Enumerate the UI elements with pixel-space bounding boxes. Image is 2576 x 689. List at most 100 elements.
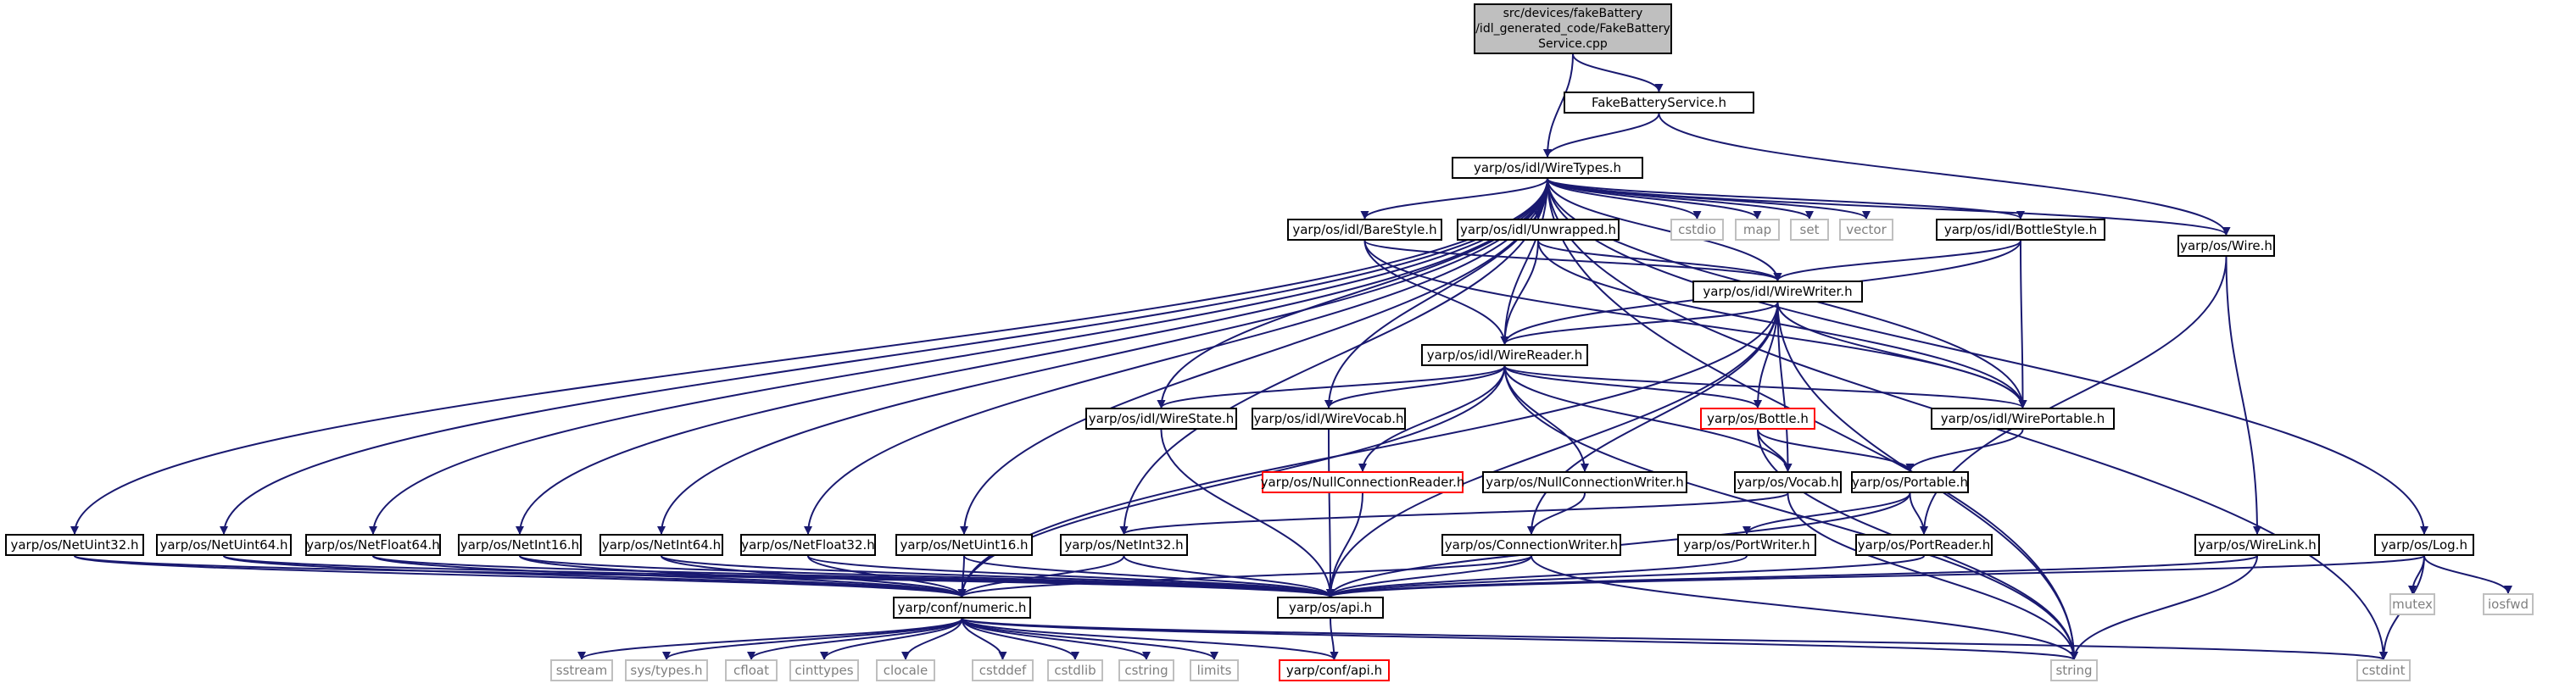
node-portreader[interactable]: yarp/os/PortReader.h bbox=[1855, 534, 1993, 556]
edge-wirereader-to-wireportable bbox=[1503, 365, 2027, 408]
edge-wirewriter-to-api bbox=[1326, 302, 1779, 597]
node-netint32[interactable]: yarp/os/NetInt32.h bbox=[1060, 534, 1188, 556]
node-bottle[interactable]: yarp/os/Bottle.h bbox=[1700, 408, 1815, 430]
edge-netuint64-to-numeric bbox=[223, 555, 967, 597]
node-log[interactable]: yarp/os/Log.h bbox=[2374, 534, 2474, 556]
node-bottlestyle[interactable]: yarp/os/idl/BottleStyle.h bbox=[1936, 219, 2105, 241]
edge-wiretypes-to-netuint32 bbox=[70, 178, 1548, 535]
node-wirereader[interactable]: yarp/os/idl/WireReader.h bbox=[1421, 344, 1588, 366]
edge-numeric-to-cstdlib bbox=[961, 618, 1079, 660]
edge-portreader-to-api bbox=[1326, 555, 1925, 597]
node-wireportable[interactable]: yarp/os/idl/WirePortable.h bbox=[1931, 408, 2115, 430]
edge-wirevocab-to-api bbox=[1325, 429, 1335, 597]
node-netuint32[interactable]: yarp/os/NetUint32.h bbox=[5, 534, 144, 556]
edge-log-to-iosfwd bbox=[2423, 555, 2512, 594]
edge-wiretypes-to-cstdio bbox=[1547, 178, 1702, 219]
node-vector: vector bbox=[1839, 219, 1893, 241]
edge-wiretypes-to-netfloat32 bbox=[804, 178, 1548, 535]
edge-wirewriter-to-bottle bbox=[1754, 302, 1779, 408]
edge-wiretypes-to-wirereader bbox=[1500, 178, 1548, 345]
dependency-edges bbox=[70, 53, 2512, 660]
edge-wirewriter-to-wirereader bbox=[1500, 302, 1779, 345]
edge-wiretypes-to-netint64 bbox=[657, 178, 1548, 535]
node-wire[interactable]: yarp/os/Wire.h bbox=[2177, 235, 2275, 257]
edge-netint32-to-numeric bbox=[957, 555, 1125, 597]
node-wiretypes[interactable]: yarp/os/idl/WireTypes.h bbox=[1452, 157, 1643, 179]
edge-unwrapped-to-wirewriter bbox=[1537, 240, 1782, 281]
edge-root-to-fbs bbox=[1572, 53, 1664, 92]
node-netfloat64[interactable]: yarp/os/NetFloat64.h bbox=[305, 534, 441, 556]
edge-fbs-to-wire bbox=[1658, 113, 2231, 236]
edge-numeric-to-systypes bbox=[662, 618, 963, 660]
edge-netfloat64-to-numeric bbox=[372, 555, 967, 597]
edge-wirereader-to-wirestate bbox=[1157, 365, 1506, 408]
edge-wiretypes-to-wirewriter bbox=[1547, 178, 1782, 281]
edge-connwriter-to-numeric bbox=[957, 555, 1532, 597]
node-portable[interactable]: yarp/os/Portable.h bbox=[1851, 471, 1969, 493]
node-cstddef: cstddef bbox=[972, 659, 1034, 681]
node-netuint16[interactable]: yarp/os/NetUint16.h bbox=[895, 534, 1033, 556]
edge-wiretypes-to-netuint64 bbox=[220, 178, 1548, 535]
edge-netint64-to-numeric bbox=[661, 555, 967, 597]
node-systypes: sys/types.h bbox=[625, 659, 708, 681]
edge-numeric-to-confapi bbox=[961, 618, 1339, 660]
node-nullconnwriter[interactable]: yarp/os/NullConnectionWriter.h bbox=[1482, 471, 1687, 493]
edge-root-to-wiretypes bbox=[1543, 53, 1574, 158]
edge-connwriter-to-string bbox=[1531, 555, 2078, 660]
edge-wiretypes-to-netfloat64 bbox=[369, 178, 1548, 535]
node-root: src/devices/fakeBattery /idl_generated_c… bbox=[1474, 3, 1672, 54]
node-numeric[interactable]: yarp/conf/numeric.h bbox=[893, 597, 1031, 619]
edge-wiretypes-to-wire bbox=[1547, 178, 2231, 236]
edge-wirereader-to-string bbox=[1503, 365, 2078, 660]
edge-wirereader-to-vocab bbox=[1503, 365, 1793, 472]
edge-numeric-to-cstring bbox=[961, 618, 1151, 660]
edge-wiretypes-to-netint32 bbox=[1119, 178, 1548, 535]
node-connwriter[interactable]: yarp/os/ConnectionWriter.h bbox=[1441, 534, 1621, 556]
node-portwriter[interactable]: yarp/os/PortWriter.h bbox=[1677, 534, 1816, 556]
node-wirestate[interactable]: yarp/os/idl/WireState.h bbox=[1085, 408, 1237, 430]
edge-nullconnreader-to-api bbox=[1326, 492, 1363, 597]
node-clocale: clocale bbox=[876, 659, 935, 681]
edge-wirereader-to-numeric bbox=[957, 365, 1506, 597]
node-netint64[interactable]: yarp/os/NetInt64.h bbox=[599, 534, 723, 556]
edge-fbs-to-wiretypes bbox=[1543, 113, 1660, 158]
edge-netfloat32-to-numeric bbox=[807, 555, 967, 597]
node-wirevocab[interactable]: yarp/os/idl/WireVocab.h bbox=[1252, 408, 1406, 430]
node-wirelink[interactable]: yarp/os/WireLink.h bbox=[2194, 534, 2320, 556]
edge-vocab-to-netint32 bbox=[1119, 492, 1789, 535]
edge-wiretypes-to-netuint16 bbox=[960, 178, 1548, 535]
node-limits: limits bbox=[1190, 659, 1239, 681]
edge-portwriter-to-api bbox=[1326, 555, 1748, 597]
edge-nullconnwriter-to-connwriter bbox=[1527, 492, 1586, 535]
node-iosfwd: iosfwd bbox=[2483, 593, 2534, 615]
edge-numeric-to-cstdint bbox=[961, 618, 2388, 660]
edge-netint16-to-numeric bbox=[519, 555, 967, 597]
node-netint16[interactable]: yarp/os/NetInt16.h bbox=[458, 534, 582, 556]
node-api[interactable]: yarp/os/api.h bbox=[1277, 597, 1384, 619]
node-unwrapped[interactable]: yarp/os/idl/Unwrapped.h bbox=[1457, 219, 1620, 241]
node-cstdlib: cstdlib bbox=[1047, 659, 1103, 681]
node-confapi[interactable]: yarp/conf/api.h bbox=[1279, 659, 1390, 681]
node-fbs[interactable]: FakeBatteryService.h bbox=[1564, 92, 1754, 114]
node-nullconnreader[interactable]: yarp/os/NullConnectionReader.h bbox=[1261, 471, 1464, 493]
edge-numeric-to-limits bbox=[961, 618, 1218, 660]
edge-wirereader-to-bottle bbox=[1503, 365, 1762, 408]
node-string: string bbox=[2050, 659, 2098, 681]
edge-wirereader-to-nullconnreader bbox=[1358, 365, 1506, 472]
edge-wirereader-to-wirevocab bbox=[1324, 365, 1506, 408]
node-wirewriter[interactable]: yarp/os/idl/WireWriter.h bbox=[1692, 281, 1863, 303]
node-cstring: cstring bbox=[1118, 659, 1174, 681]
node-set: set bbox=[1790, 219, 1829, 241]
node-barestyle[interactable]: yarp/os/idl/BareStyle.h bbox=[1287, 219, 1442, 241]
node-netfloat32[interactable]: yarp/os/NetFloat32.h bbox=[740, 534, 876, 556]
edge-connwriter-to-api bbox=[1326, 555, 1532, 597]
edge-bottlestyle-to-wirewriter bbox=[1773, 240, 2021, 281]
node-vocab[interactable]: yarp/os/Vocab.h bbox=[1734, 471, 1842, 493]
node-netuint64[interactable]: yarp/os/NetUint64.h bbox=[156, 534, 292, 556]
node-map: map bbox=[1735, 219, 1780, 241]
edge-bottle-to-portable bbox=[1757, 429, 1915, 472]
node-mutex: mutex bbox=[2389, 593, 2435, 615]
edge-unwrapped-to-wirereader bbox=[1500, 240, 1539, 345]
